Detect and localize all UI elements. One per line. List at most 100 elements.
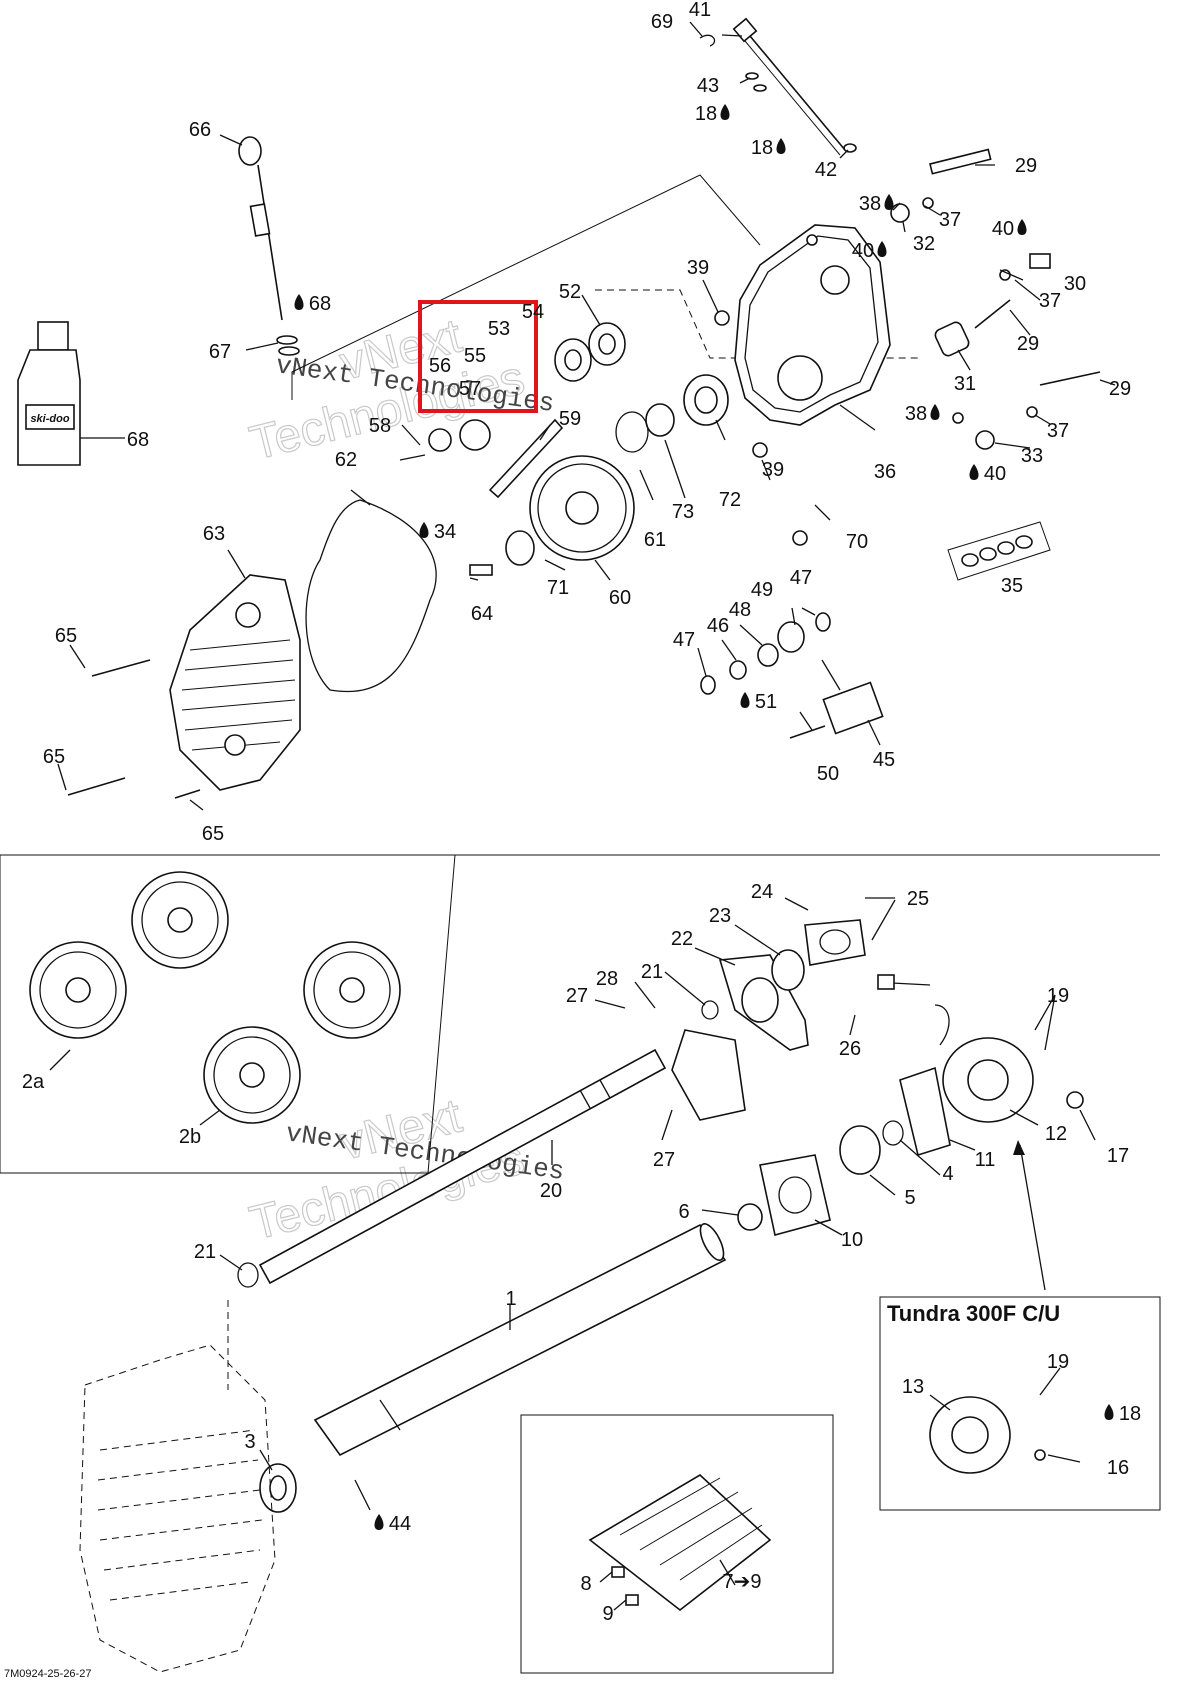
leader-lines-top — [57, 21, 1116, 811]
callout-16: 16 — [1107, 1457, 1129, 1479]
bolt-50 — [789, 725, 826, 739]
sensor-cable — [891, 982, 950, 1046]
callout-67: 67 — [209, 341, 231, 363]
callout-47b: 47 — [673, 629, 695, 651]
bearing-48 — [757, 643, 779, 667]
callout-19b: 19 — [1047, 1351, 1069, 1373]
callout-25: 25 — [907, 888, 929, 910]
callout-21a: 21 — [641, 961, 663, 983]
drive-sprocket-2b — [203, 941, 401, 1124]
bearing-23 — [771, 949, 805, 991]
callout-53: 53 — [488, 318, 510, 340]
callout-17: 17 — [1107, 1145, 1129, 1167]
callout-20: 20 — [540, 1180, 562, 1202]
chaincase-outline — [79, 1344, 276, 1673]
speed-sensor — [877, 974, 895, 990]
callout-43: 43 — [697, 75, 719, 97]
tundra-inset-title: Tundra 300F C/U — [887, 1301, 1060, 1326]
highlight-box — [418, 300, 538, 413]
lubricant-drop-icon — [720, 104, 730, 120]
callout-73: 73 — [672, 501, 694, 523]
callout-5: 5 — [904, 1187, 915, 1209]
callout-27a: 27 — [566, 985, 588, 1007]
callout-56: 56 — [429, 355, 451, 377]
callout-36: 36 — [874, 461, 896, 483]
lubricant-drop-icon — [1017, 219, 1027, 235]
callout-33: 33 — [1021, 445, 1043, 467]
lubricant-drop-icon — [740, 692, 750, 708]
callout-38a: 38 — [859, 193, 881, 215]
callout-48: 48 — [729, 599, 751, 621]
callout-28: 28 — [596, 968, 618, 990]
callout-68a: 68 — [309, 293, 331, 315]
chain-59 — [488, 418, 564, 499]
lubricant-drop-icons — [294, 104, 1114, 1530]
shaft-41 — [744, 29, 846, 151]
callout-18b: 18 — [751, 137, 773, 159]
nut-39-b — [752, 442, 768, 458]
callout-10: 10 — [841, 1229, 863, 1251]
callout-40a: 40 — [852, 240, 874, 262]
washer-47-b — [815, 612, 831, 632]
callout-37b: 37 — [1039, 290, 1061, 312]
bolt-29-b — [974, 299, 1011, 329]
lubricant-drop-icon — [419, 522, 429, 538]
o-ring-21 — [237, 1262, 259, 1288]
bolt-head-41 — [732, 17, 758, 43]
callout-65b: 65 — [43, 746, 65, 768]
bolt-30 — [1029, 253, 1051, 269]
callout-30: 30 — [1064, 273, 1086, 295]
callout-12: 12 — [1045, 1123, 1067, 1145]
bolt-65-c — [174, 789, 201, 799]
housing-bore-upper — [820, 265, 850, 295]
lubricant-drop-icon — [294, 294, 304, 310]
callout-1: 1 — [505, 1288, 516, 1310]
lubricant-drop-icon — [930, 404, 940, 420]
nut-32 — [890, 203, 910, 223]
clip-69 — [699, 34, 716, 47]
callout-39b: 39 — [762, 459, 784, 481]
callout-71: 71 — [547, 577, 569, 599]
callout-63: 63 — [203, 523, 225, 545]
seal-6 — [737, 1203, 763, 1231]
callout-2a: 2a — [22, 1071, 45, 1093]
spacer-71 — [505, 530, 535, 566]
callout-72: 72 — [719, 489, 741, 511]
callout-41: 41 — [689, 0, 711, 21]
leader-lines-bottom — [219, 897, 1096, 1611]
callout-29b: 29 — [1017, 333, 1039, 355]
flange-10 — [759, 1154, 831, 1236]
callout-8: 8 — [580, 1573, 591, 1595]
callout-38b: 38 — [905, 403, 927, 425]
callout-65a: 65 — [55, 625, 77, 647]
callout-2b: 2b — [179, 1126, 201, 1148]
sprocket-57 — [459, 419, 491, 451]
o-ring-67 — [276, 335, 298, 345]
gasket-11 — [899, 1066, 951, 1157]
fitting-17 — [1066, 1091, 1084, 1109]
shim-set-35 — [947, 521, 1051, 581]
bolt-64 — [469, 564, 493, 576]
tundra-inset-border — [879, 1296, 1161, 1511]
callout-23: 23 — [709, 905, 731, 927]
fitting-16 — [1034, 1449, 1046, 1461]
callout-55: 55 — [464, 345, 486, 367]
drive-shaft-20 — [258, 1048, 667, 1285]
callout-66: 66 — [189, 119, 211, 141]
spacer-73 — [645, 403, 675, 437]
lubricant-drop-icon — [884, 194, 894, 210]
callout-4: 4 — [942, 1163, 953, 1185]
callout-3: 3 — [244, 1431, 255, 1453]
callout-50: 50 — [817, 763, 839, 785]
callout-35: 35 — [1001, 575, 1023, 597]
track-belt — [588, 1474, 772, 1612]
callout-40c: 40 — [984, 463, 1006, 485]
chaincase-housing-36 — [734, 224, 891, 426]
callout-32: 32 — [913, 233, 935, 255]
wheel-49 — [777, 621, 805, 653]
drive-sprocket-2a — [29, 871, 229, 1039]
callout-52: 52 — [559, 281, 581, 303]
mount-31 — [934, 321, 970, 357]
